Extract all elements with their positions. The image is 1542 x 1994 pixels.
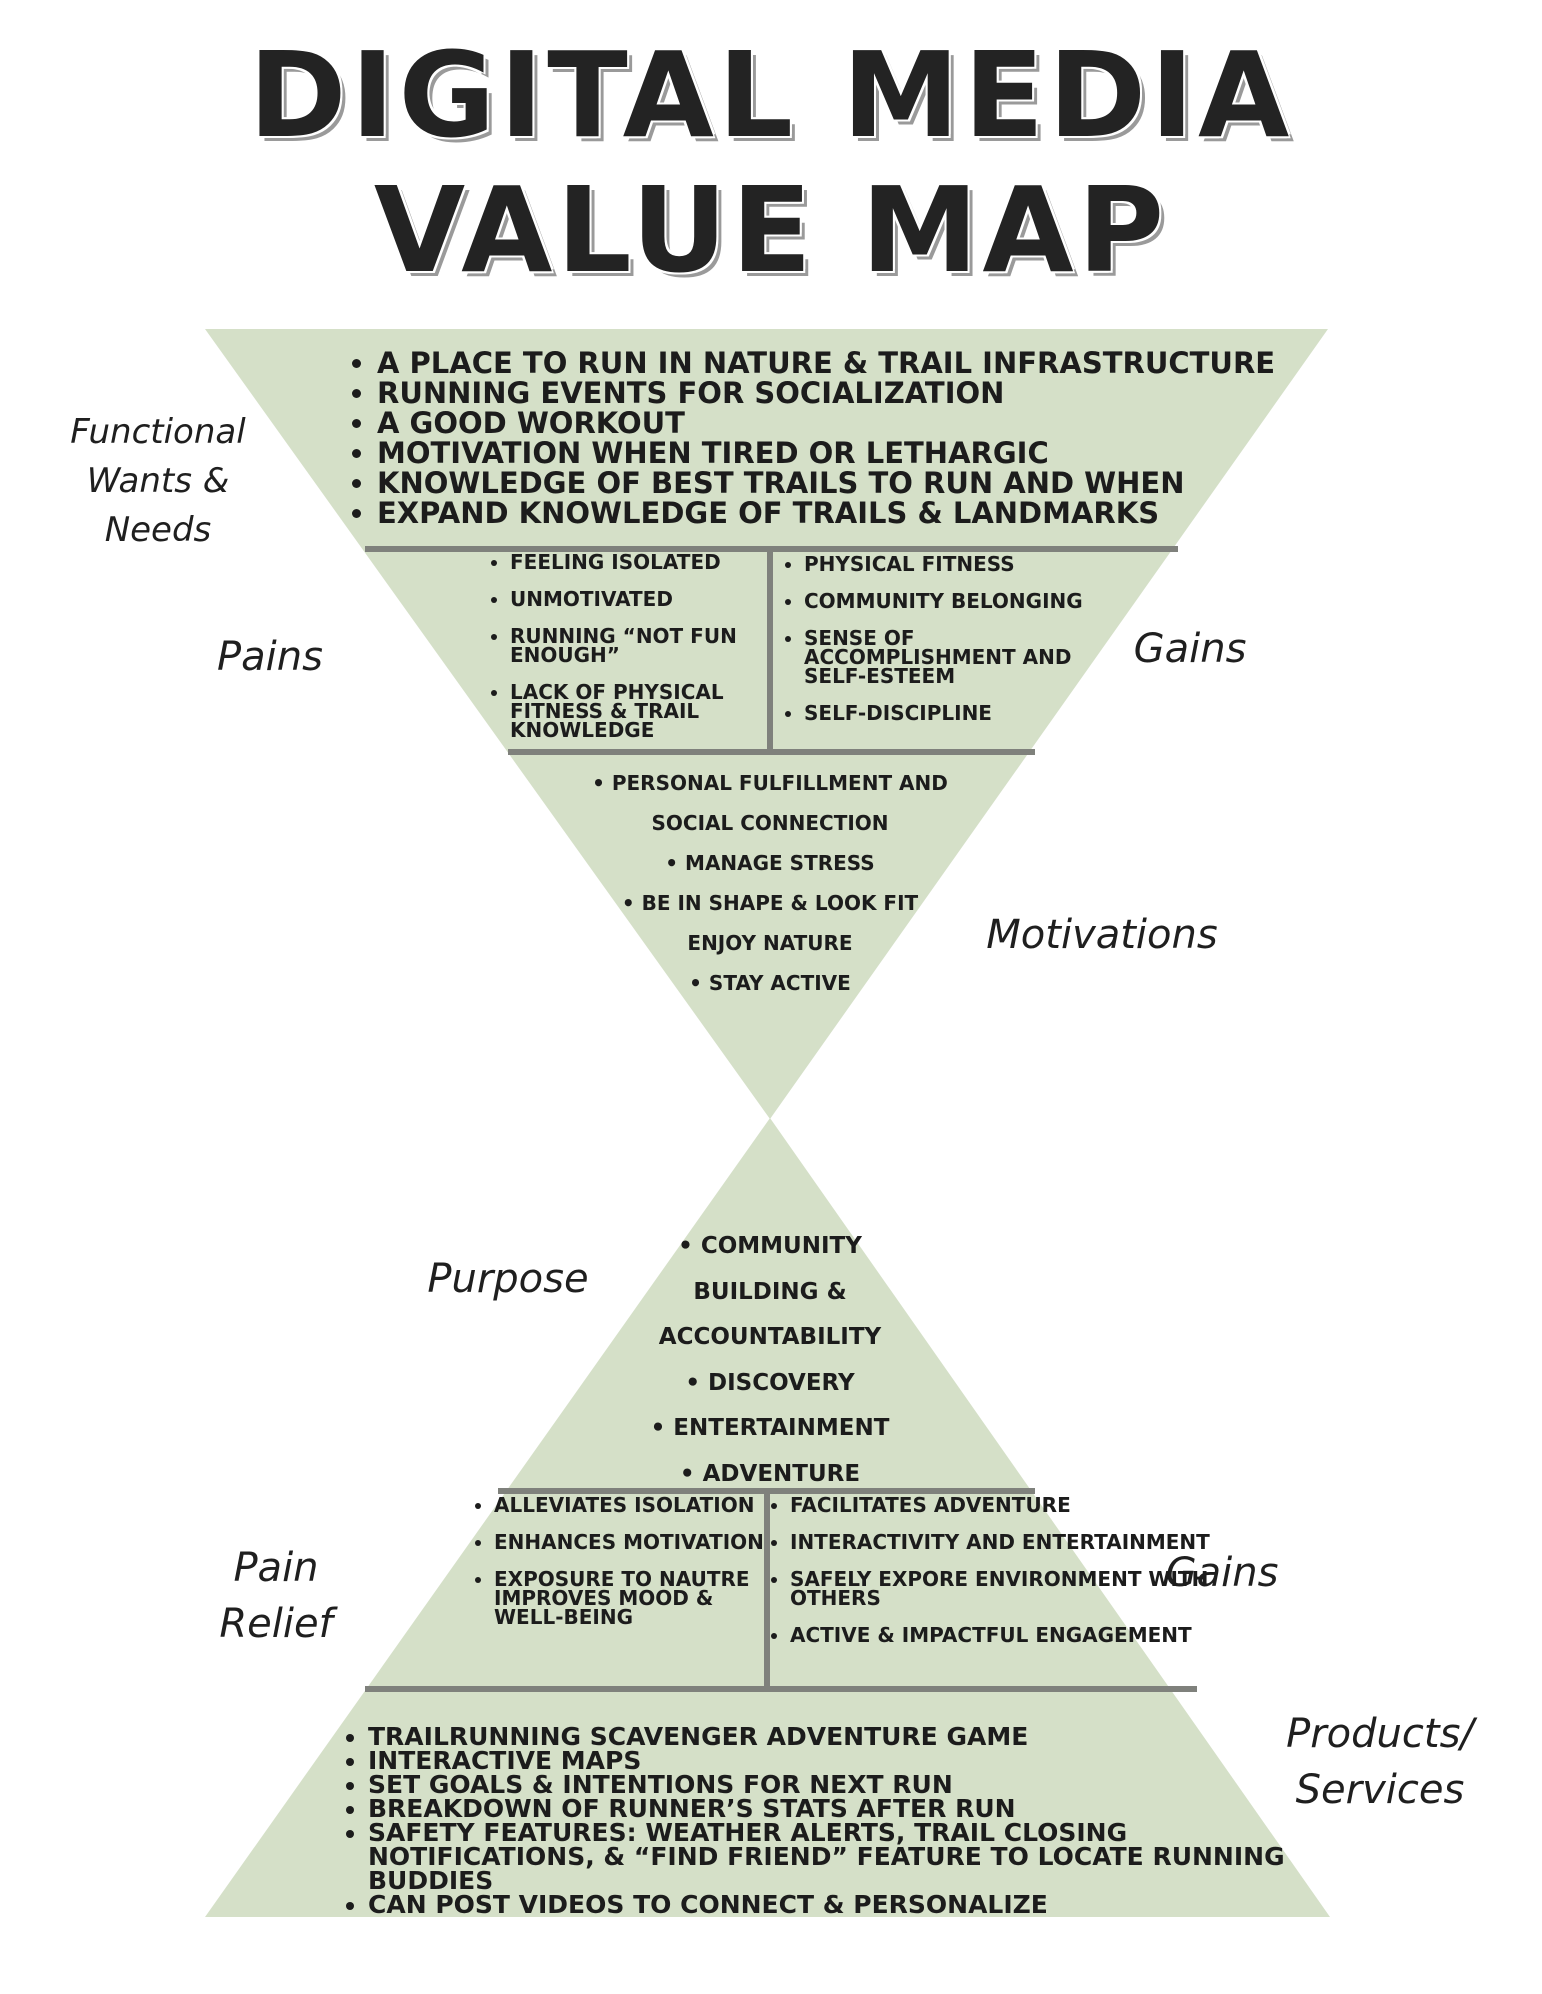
- list-item: ENJOY NATURE: [687, 931, 853, 955]
- list-item: SELF-DISCIPLINE: [804, 703, 1089, 723]
- list-item: • ADVENTURE: [679, 1460, 861, 1487]
- list-item: RUNNING EVENTS FOR SOCIALIZATION: [377, 378, 1317, 408]
- list-item: RUNNING “NOT FUN ENOUGH”: [510, 626, 782, 665]
- list-item: ACCOUNTABILITY: [658, 1324, 882, 1350]
- label-products-services: Products/ Services: [1286, 1711, 1474, 1813]
- list-item: SAFETY FEATURES: WEATHER ALERTS, TRAIL C…: [368, 1820, 1358, 1893]
- list-item: FACILITATES ADVENTURE: [790, 1495, 1230, 1515]
- gains-bottom-list: FACILITATES ADVENTURE INTERACTIVITY AND …: [768, 1495, 1230, 1663]
- label-pain-relief: Pain Relief: [219, 1545, 333, 1647]
- list-item: ACTIVE & IMPACTFUL ENGAGEMENT: [790, 1625, 1230, 1645]
- title-line-2: VALUE MAP: [373, 161, 1169, 299]
- list-item: TRAILRUNNING SCAVENGER ADVENTURE GAME: [368, 1724, 1358, 1749]
- label-motivations: Motivations: [986, 912, 1218, 958]
- list-item: • COMMUNITY: [678, 1233, 862, 1259]
- list-item: A PLACE TO RUN IN NATURE & TRAIL INFRAST…: [377, 348, 1317, 378]
- list-item: SET GOALS & INTENTIONS FOR NEXT RUN: [368, 1772, 1358, 1797]
- list-item: COMMUNITY BELONGING: [804, 591, 1089, 611]
- list-item: BUILDING &: [693, 1278, 847, 1305]
- pain-relief-list: ALLEVIATES ISOLATION ENHANCES MOTIVATION…: [472, 1495, 774, 1645]
- label-pains: Pains: [217, 634, 323, 680]
- list-item: INTERACTIVE MAPS: [368, 1748, 1358, 1773]
- list-item: MOTIVATION WHEN TIRED OR LETHARGIC: [377, 438, 1317, 468]
- list-item: LACK OF PHYSICAL FITNESS & TRAIL KNOWLED…: [510, 682, 782, 740]
- pains-list: FEELING ISOLATED UNMOTIVATED RUNNING “NO…: [488, 552, 782, 758]
- functional-needs-list: A PLACE TO RUN IN NATURE & TRAIL INFRAST…: [355, 348, 1317, 528]
- list-item: ALLEVIATES ISOLATION: [494, 1495, 774, 1515]
- list-item: PHYSICAL FITNESS: [804, 554, 1089, 574]
- list-item: EXPAND KNOWLEDGE OF TRAILS & LANDMARKS: [377, 498, 1317, 528]
- list-item: SENSE OF ACCOMPLISHMENT AND SELF-ESTEEM: [804, 628, 1089, 686]
- list-item: • STAY ACTIVE: [689, 971, 851, 995]
- list-item: EXPOSURE TO NAUTRE IMPROVES MOOD & WELL-…: [494, 1569, 774, 1627]
- page-title: DIGITAL MEDIA VALUE MAP: [0, 28, 1542, 298]
- purpose-list: • COMMUNITY BUILDING & ACCOUNTABILITY • …: [600, 1224, 940, 1497]
- motivations-list: • PERSONAL FULFILLMENT AND SOCIAL CONNEC…: [560, 763, 980, 1003]
- list-item: BREAKDOWN OF RUNNER’S STATS AFTER RUN: [368, 1796, 1358, 1821]
- list-item: • ENTERTAINMENT: [650, 1415, 890, 1441]
- title-line-1: DIGITAL MEDIA: [248, 26, 1294, 164]
- list-item: KNOWLEDGE OF BEST TRAILS TO RUN AND WHEN: [377, 468, 1317, 498]
- list-item: UNMOTIVATED: [510, 589, 782, 609]
- label-gains-top: Gains: [1133, 626, 1247, 672]
- label-functional-wants-needs: Functional Wants & Needs: [70, 412, 246, 550]
- list-item: ENHANCES MOTIVATION: [494, 1532, 774, 1552]
- list-item: FEELING ISOLATED: [510, 552, 782, 572]
- label-gains-bottom: Gains: [1165, 1550, 1279, 1596]
- list-item: • BE IN SHAPE & LOOK FIT: [621, 891, 919, 915]
- list-item: SOCIAL CONNECTION: [651, 811, 889, 835]
- products-services-list: TRAILRUNNING SCAVENGER ADVENTURE GAME IN…: [346, 1724, 1358, 1917]
- list-item: INTERACTIVITY AND ENTERTAINMENT: [790, 1532, 1230, 1552]
- list-item: • PERSONAL FULFILLMENT AND: [592, 771, 948, 795]
- top-triangle: [205, 329, 1328, 1119]
- list-item: SAFELY EXPORE ENVIRONMENT WITH OTHERS: [790, 1569, 1230, 1608]
- label-purpose: Purpose: [427, 1256, 589, 1302]
- list-item: CAN POST VIDEOS TO CONNECT & PERSONALIZE: [368, 1892, 1358, 1917]
- list-item: • DISCOVERY: [685, 1369, 855, 1396]
- list-item: • MANAGE STRESS: [665, 851, 875, 875]
- gains-top-list: PHYSICAL FITNESS COMMUNITY BELONGING SEN…: [782, 554, 1089, 741]
- list-item: A GOOD WORKOUT: [377, 408, 1317, 438]
